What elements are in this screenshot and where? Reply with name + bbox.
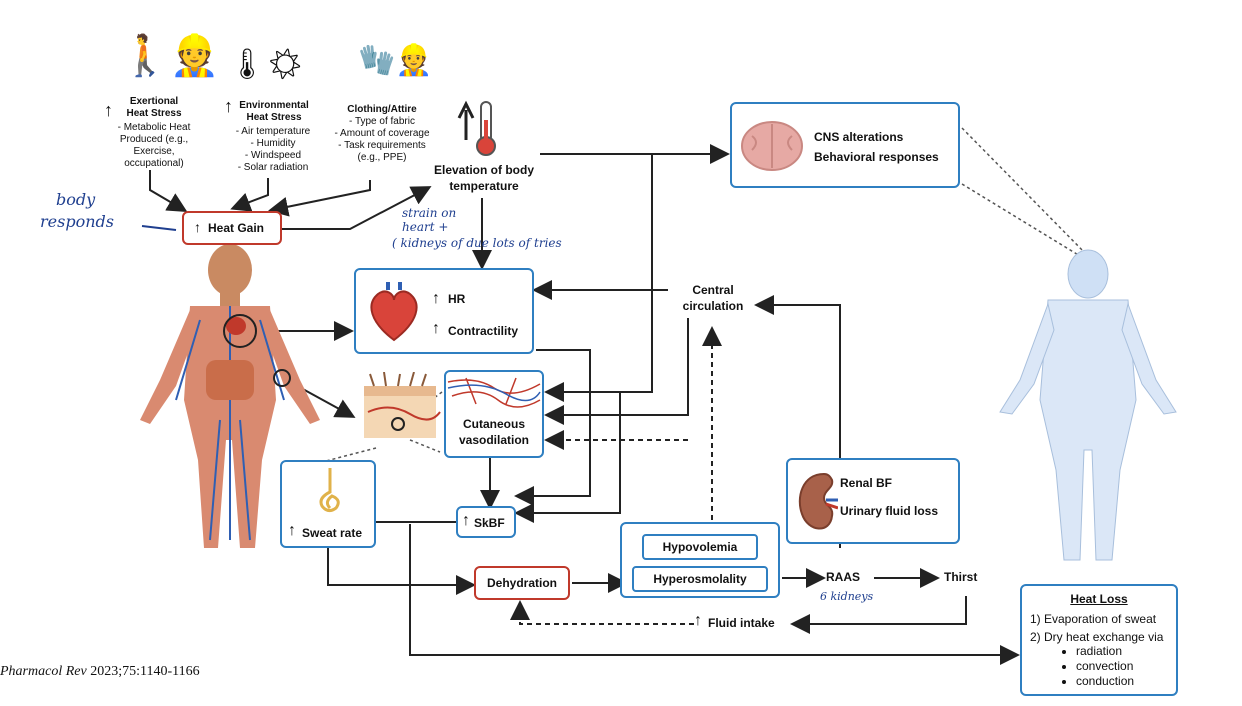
vessel-icon bbox=[447, 377, 541, 408]
ppe-icon: 🧤👷 bbox=[358, 44, 433, 77]
hyperosmolality-label: Hyperosmolality bbox=[653, 572, 747, 586]
heat-loss-title: Heat Loss bbox=[1070, 592, 1128, 606]
heat-loss-bullet: convection bbox=[1076, 659, 1134, 674]
environmental-item-1: - Air temperature bbox=[235, 126, 311, 137]
citation: Pharmacol Rev 2023;75:1140-1166 bbox=[0, 664, 200, 680]
raas-label: RAAS bbox=[826, 570, 861, 584]
sweat-gland-icon bbox=[319, 468, 340, 513]
walking-worker-icon: 🚶👷 bbox=[120, 34, 220, 78]
exertional-title: Exertional Heat Stress bbox=[126, 96, 182, 119]
hr-label: HR bbox=[448, 292, 466, 306]
heat-loss-bullet: radiation bbox=[1076, 644, 1134, 659]
handwriting-dash bbox=[141, 225, 177, 231]
up-arrow-skbf: ↑ bbox=[462, 512, 470, 529]
citation-journal: Pharmacol Rev bbox=[0, 664, 87, 679]
handwriting-body: body bbox=[56, 190, 96, 209]
heat-loss-item-2: 2) Dry heat exchange via bbox=[1030, 630, 1164, 644]
central-circulation-label: Central circulation bbox=[682, 283, 744, 313]
up-arrow-contractility: ↑ bbox=[432, 320, 440, 337]
handwriting-strain-1: strain on bbox=[402, 206, 457, 220]
heat-gain-label: Heat Gain bbox=[208, 221, 265, 235]
heat-loss-bullets: radiation convection conduction bbox=[1022, 644, 1134, 689]
clothing-item-2: - Amount of coverage bbox=[334, 128, 430, 139]
heat-loss-box: Heat Loss 1) Evaporation of sweat 2) Dry… bbox=[1020, 584, 1178, 696]
clothing-title: Clothing/Attire bbox=[347, 104, 417, 115]
handwriting-strain-2: heart + bbox=[402, 220, 449, 234]
clothing-item-1: - Type of fabric bbox=[349, 116, 415, 127]
cutaneous-label: Cutaneous vasodilation bbox=[458, 417, 529, 447]
up-arrow-exertional: ↑ bbox=[104, 100, 113, 120]
handwriting-responds: responds bbox=[40, 212, 114, 231]
clothing-item-3: - Task requirements bbox=[338, 140, 426, 151]
sweat-rate-box: ↑ Sweat rate bbox=[280, 460, 376, 548]
clothing-item-4: (e.g., PPE) bbox=[357, 152, 407, 163]
up-arrow-sweat: ↑ bbox=[288, 522, 296, 539]
heart-icon bbox=[370, 282, 418, 342]
heat-loss-bullet: conduction bbox=[1076, 674, 1134, 689]
hypovolemia-label: Hypovolemia bbox=[662, 540, 738, 554]
exertional-detail: - Metabolic Heat Produced (e.g., Exercis… bbox=[117, 122, 191, 169]
up-arrow-hr: ↑ bbox=[432, 290, 440, 307]
skin-cross-section-icon bbox=[364, 372, 441, 438]
brain-icon bbox=[741, 121, 803, 171]
skbf-label: SkBF bbox=[474, 516, 505, 530]
up-arrow-fluid: ↑ bbox=[694, 612, 702, 629]
cns-box: CNS alterations Behavioral responses bbox=[730, 102, 960, 188]
heat-loss-item-1: 1) Evaporation of sweat bbox=[1030, 612, 1157, 626]
cns-line-2: Behavioral responses bbox=[814, 150, 939, 164]
citation-ref: 2023;75:1140-1166 bbox=[90, 664, 200, 679]
environmental-item-2: - Humidity bbox=[250, 138, 296, 149]
sun-thermometer-icon: 🌡☀ bbox=[228, 48, 305, 81]
thermometer-icon bbox=[476, 101, 496, 156]
thirst-label: Thirst bbox=[944, 570, 978, 584]
cns-line-1: CNS alterations bbox=[814, 130, 904, 144]
renal-line-2: Urinary fluid loss bbox=[840, 504, 939, 518]
contractility-label: Contractility bbox=[448, 324, 519, 338]
heart-box: ↑ HR ↑ Contractility bbox=[354, 268, 534, 354]
environmental-item-3: - Windspeed bbox=[244, 150, 302, 161]
environmental-item-4: - Solar radiation bbox=[237, 162, 309, 173]
up-arrow-environmental: ↑ bbox=[224, 96, 233, 116]
handwriting-strain-3: ( kidneys of due lots of tries bbox=[392, 236, 562, 250]
renal-line-1: Renal BF bbox=[840, 476, 893, 490]
up-arrow-heat-gain: ↑ bbox=[194, 219, 201, 235]
dehydration-box: Dehydration bbox=[474, 566, 570, 600]
fluid-intake-label: Fluid intake bbox=[708, 616, 775, 630]
hyperosmolality-box: Hyperosmolality bbox=[632, 566, 768, 592]
volume-box: Hypovolemia Hyperosmolality bbox=[620, 522, 780, 598]
heat-gain-box: ↑ Heat Gain bbox=[182, 211, 282, 245]
handwriting-kidneys: 6 kidneys bbox=[820, 590, 874, 603]
human-body-right bbox=[999, 249, 1177, 561]
up-arrow-icon bbox=[457, 100, 475, 140]
human-body-left bbox=[140, 244, 320, 548]
elevation-label: Elevation of body temperature bbox=[433, 163, 534, 193]
skbf-box: ↑ SkBF bbox=[456, 506, 516, 538]
hypovolemia-box: Hypovolemia bbox=[642, 534, 758, 560]
renal-box: Renal BF Urinary fluid loss bbox=[786, 458, 960, 544]
environmental-title: Environmental Heat Stress bbox=[239, 100, 309, 123]
dehydration-label: Dehydration bbox=[486, 576, 557, 590]
kidney-icon bbox=[798, 472, 838, 530]
sweat-rate-label: Sweat rate bbox=[302, 526, 363, 540]
cutaneous-box: Cutaneous vasodilation bbox=[444, 370, 544, 458]
